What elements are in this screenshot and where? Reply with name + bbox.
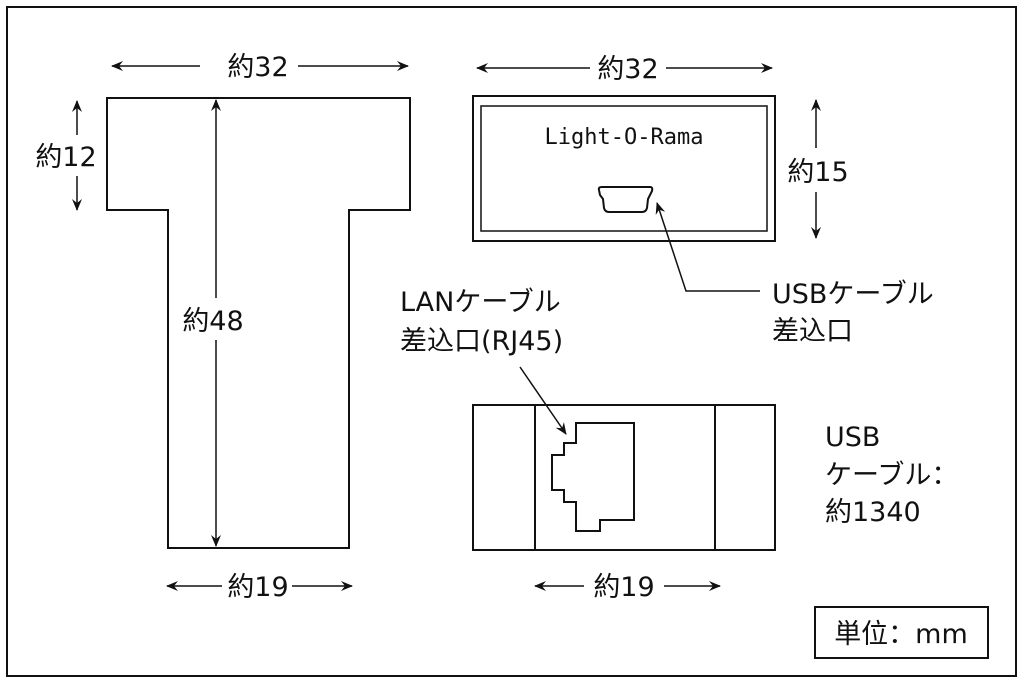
rear-outer-rect — [472, 404, 776, 551]
top-width-label: 約32 — [227, 52, 288, 83]
front-width-label: 約32 — [597, 54, 658, 85]
t-shape-outline — [106, 97, 411, 549]
lan-label-line1: LANケーブル — [400, 287, 561, 318]
cable-note: USB ケーブル： 約1340 — [825, 422, 958, 528]
stem-width-label: 約19 — [227, 572, 288, 603]
total-height-label: 約48 — [182, 306, 243, 337]
lan-label-line2: 差込口(RJ45) — [400, 326, 563, 357]
drawing-frame — [6, 6, 1017, 677]
usb-port-leader — [655, 202, 760, 292]
rear-width-label: 約19 — [593, 572, 654, 603]
front-height-label: 約15 — [787, 157, 848, 188]
head-height-label: 約12 — [35, 142, 96, 173]
rear-view: LANケーブル 差込口(RJ45) 約19 — [400, 287, 776, 603]
usb-port-label-line1: USBケーブル — [772, 279, 934, 310]
front-inner-rect — [480, 105, 768, 232]
unit-box-border — [814, 606, 989, 659]
cable-note-line1: USB — [825, 422, 880, 453]
usb-port-label-line2: 差込口 — [772, 316, 853, 347]
front-outer-rect — [472, 95, 776, 242]
front-view: Light-O-Rama 約32 約15 USBケーブル 差込口 — [472, 54, 934, 347]
cable-note-line2: ケーブル： — [825, 460, 958, 491]
top-view: 約32 約12 約48 約19 — [35, 52, 411, 603]
brand-text: Light-O-Rama — [545, 125, 704, 150]
lan-port-leader — [519, 366, 567, 435]
usb-port-icon — [597, 186, 654, 213]
unit-label: 単位：mm — [834, 619, 968, 650]
unit-box: 単位：mm — [814, 606, 989, 659]
rj45-port-icon — [551, 422, 635, 532]
cable-note-line3: 約1340 — [825, 497, 921, 528]
